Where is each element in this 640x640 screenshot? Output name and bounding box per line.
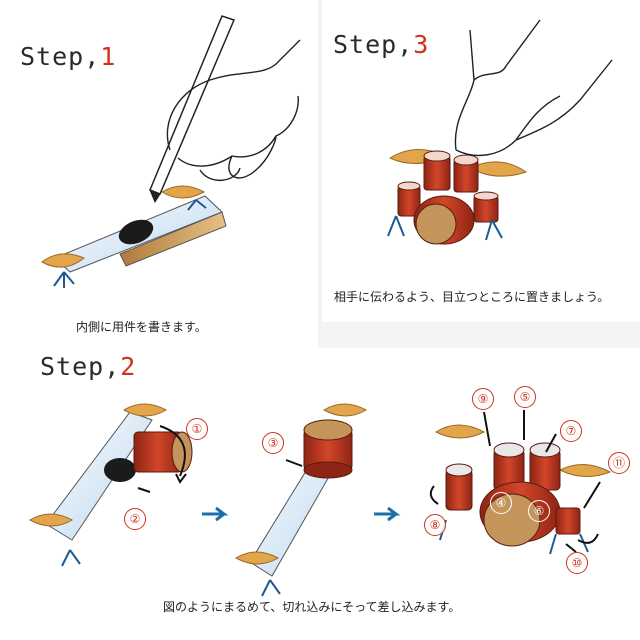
marker-3: ③ [262, 432, 284, 454]
marker-8: ⑧ [424, 514, 446, 536]
marker-4: ④ [490, 492, 512, 514]
step2-stage1 [28, 403, 193, 567]
marker-6: ⑥ [528, 500, 550, 522]
marker-11: ⑪ [608, 452, 630, 474]
step2-title: Step,2 [40, 352, 136, 381]
step2-caption: 図のようにまるめて、切れ込みにそって差し込みます。 [163, 600, 461, 614]
marker-9: ⑨ [472, 388, 494, 410]
card-tan-section [119, 211, 227, 267]
step3-label: Step, [333, 30, 414, 59]
card-black-head [118, 219, 154, 245]
stand-left [53, 271, 75, 288]
cymbal-right [161, 185, 206, 199]
step3-title: Step,3 [333, 30, 429, 59]
step1-illustration [41, 15, 301, 288]
step1-label: Step, [20, 42, 101, 71]
step1-number: 1 [100, 42, 117, 71]
drumset-cymbal-right [468, 161, 528, 177]
rolled-drum-stage1 [133, 431, 193, 473]
marker-1: ① [186, 418, 208, 440]
step3-number: 3 [413, 30, 430, 59]
stand-right [187, 199, 207, 211]
placing-hand [454, 19, 613, 157]
step1-title: Step,1 [20, 42, 116, 71]
next-arrow-2 [374, 506, 401, 522]
step2-number: 2 [120, 352, 137, 381]
marker-5: ⑤ [514, 386, 536, 408]
step3-caption: 相手に伝わるよう、目立つところに置きましょう。 [334, 290, 610, 304]
rolled-drum-stage2 [303, 419, 353, 479]
cymbal-left [41, 253, 85, 268]
marker-10: ⑩ [566, 552, 588, 574]
step2-label: Step, [40, 352, 121, 381]
step3-panel [322, 0, 640, 322]
step3-illustration [387, 19, 613, 245]
writing-hand [166, 39, 301, 181]
pen [149, 15, 236, 195]
bass-drum [413, 195, 475, 245]
step2-stage3 [429, 410, 612, 555]
marker-2: ② [124, 508, 146, 530]
step2-stage2 [234, 403, 368, 597]
next-arrow-1 [202, 506, 229, 522]
marker-7: ⑦ [560, 420, 582, 442]
step1-caption: 内側に用件を書きます。 [76, 320, 207, 334]
